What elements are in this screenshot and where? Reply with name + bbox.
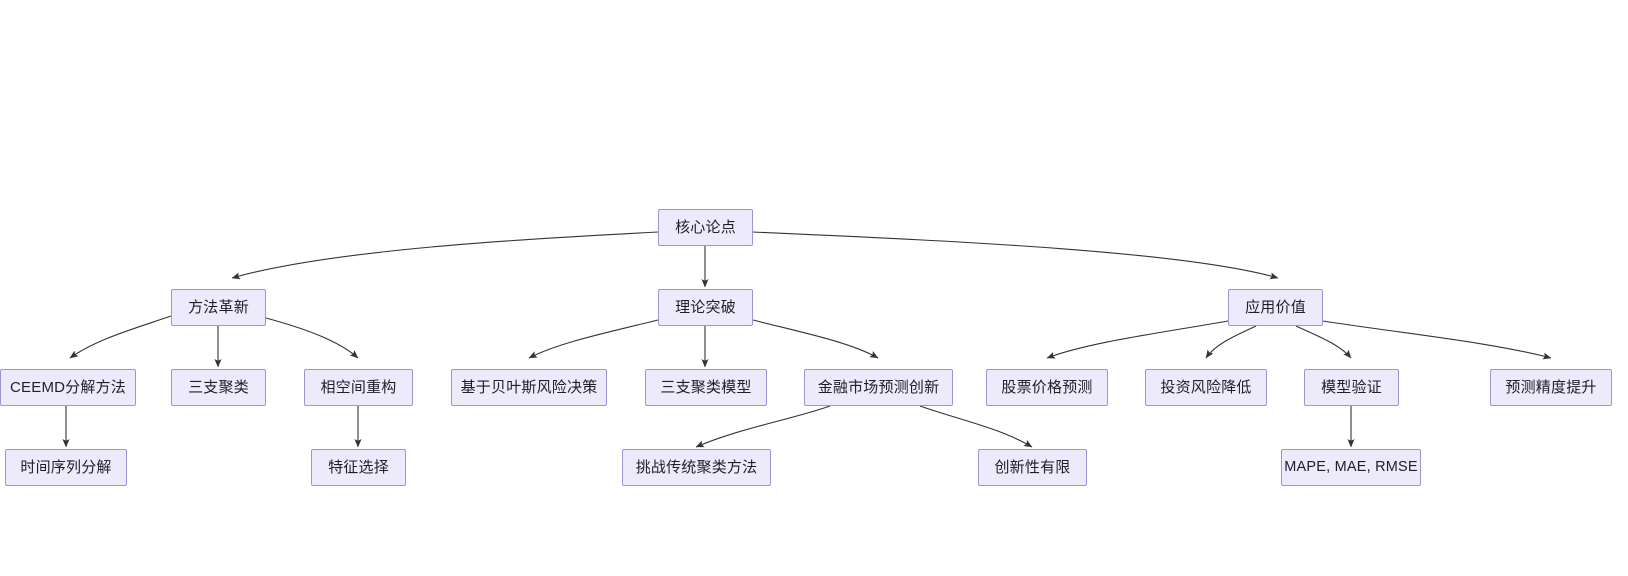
node-ceemd[interactable]: CEEMD分解方法	[0, 369, 136, 406]
edge-value-to-validate	[1295, 325, 1352, 359]
node-value[interactable]: 应用价值	[1228, 289, 1323, 326]
node-bayes[interactable]: 基于贝叶斯风险决策	[451, 369, 607, 406]
edge-method-to-ceemd	[69, 315, 172, 359]
edge-root-to-value	[752, 231, 1279, 280]
node-stock[interactable]: 股票价格预测	[986, 369, 1108, 406]
edge-theory-to-finance	[752, 319, 879, 359]
node-theory[interactable]: 理论突破	[658, 289, 753, 326]
node-metrics[interactable]: MAPE, MAE, RMSE	[1281, 449, 1421, 486]
node-method[interactable]: 方法革新	[171, 289, 266, 326]
node-limited[interactable]: 创新性有限	[978, 449, 1087, 486]
edge-theory-to-bayes	[528, 319, 659, 359]
edge-root-to-method	[231, 231, 659, 280]
node-risk[interactable]: 投资风险降低	[1145, 369, 1267, 406]
node-challenge[interactable]: 挑战传统聚类方法	[622, 449, 771, 486]
node-featsel[interactable]: 特征选择	[311, 449, 406, 486]
node-root[interactable]: 核心论点	[658, 209, 753, 246]
node-validate[interactable]: 模型验证	[1304, 369, 1399, 406]
edge-value-to-stock	[1046, 320, 1229, 359]
node-tsdecomp[interactable]: 时间序列分解	[5, 449, 127, 486]
node-phase[interactable]: 相空间重构	[304, 369, 413, 406]
edges-group	[62, 231, 1552, 448]
edge-finance-to-challenge	[695, 405, 831, 448]
edge-value-to-accuracy	[1322, 320, 1552, 360]
node-tri[interactable]: 三支聚类	[171, 369, 266, 406]
edge-value-to-risk	[1205, 325, 1257, 359]
node-accuracy[interactable]: 预测精度提升	[1490, 369, 1612, 406]
node-finance[interactable]: 金融市场预测创新	[804, 369, 953, 406]
node-trimodel[interactable]: 三支聚类模型	[645, 369, 767, 406]
edge-method-to-phase	[265, 317, 359, 359]
edge-finance-to-limited	[919, 405, 1033, 448]
